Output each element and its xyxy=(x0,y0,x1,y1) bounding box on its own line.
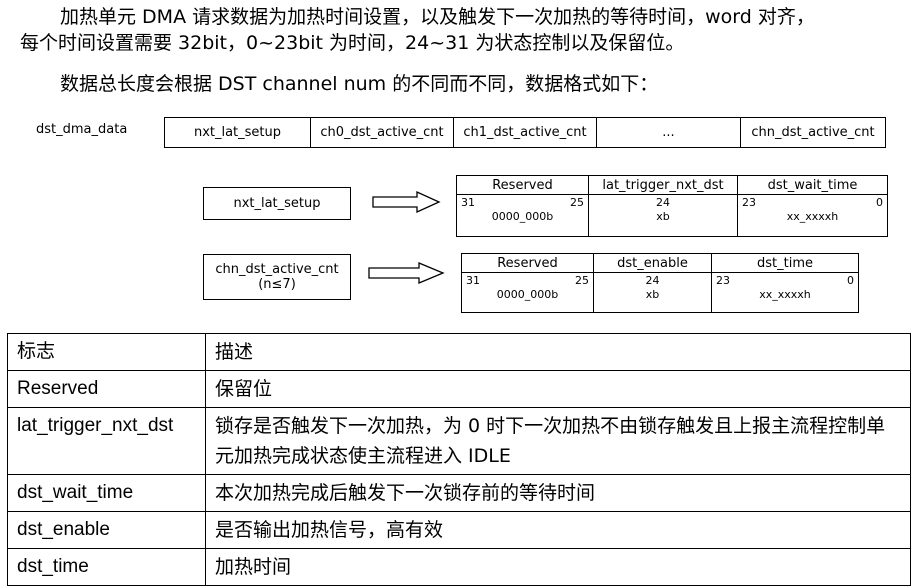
field-name: lat_trigger_nxt_dst xyxy=(589,176,737,195)
setup-field-lat-trigger: lat_trigger_nxt_dst 24 xb xyxy=(588,175,738,237)
dma-cell-ellipsis: ... xyxy=(596,117,741,148)
active-source-box: chn_dst_active_cnt (n≤7) xyxy=(203,254,351,300)
table-row: Reserved 保留位 xyxy=(7,370,911,408)
dma-cell-nxt-lat-setup: nxt_lat_setup xyxy=(164,117,311,148)
table-row: dst_time 加热时间 xyxy=(7,548,911,586)
table-cell-flag: lat_trigger_nxt_dst xyxy=(7,407,206,475)
dma-row-label: dst_dma_data xyxy=(36,122,128,137)
table-row: dst_enable 是否输出加热信号，高有效 xyxy=(7,511,911,549)
field-name: Reserved xyxy=(462,254,593,273)
table-cell-flag: dst_wait_time xyxy=(7,474,206,512)
table-header-flag: 标志 xyxy=(7,333,206,371)
table-cell-flag: dst_enable xyxy=(7,511,206,549)
bit-low: 0 xyxy=(876,196,883,209)
table-row: dst_wait_time 本次加热完成后触发下一次锁存前的等待时间 xyxy=(7,474,911,512)
table-cell-desc: 是否输出加热信号，高有效 xyxy=(205,511,911,549)
field-name: dst_enable xyxy=(594,254,711,273)
table-header-row: 标志 描述 xyxy=(7,333,911,371)
table-cell-desc: 加热时间 xyxy=(205,548,911,586)
dma-cell-chn: chn_dst_active_cnt xyxy=(740,117,886,148)
intro-line-1: 加热单元 DMA 请求数据为加热时间设置，以及触发下一次加热的等待时间，word… xyxy=(60,6,815,28)
field-value: 0000_000b xyxy=(496,288,559,301)
field-value: xb xyxy=(645,288,660,301)
active-source-line-1: chn_dst_active_cnt xyxy=(215,262,339,277)
active-field-dst-time: dst_time 23 0 xx_xxxxh xyxy=(711,253,859,313)
intro-paragraph: 加热单元 DMA 请求数据为加热时间设置，以及触发下一次加热的等待时间，word… xyxy=(0,4,916,56)
table-cell-desc: 保留位 xyxy=(205,370,911,408)
bit-index: 24 xyxy=(645,274,660,287)
active-field-dst-enable: dst_enable 24 xb xyxy=(593,253,712,313)
field-value: 0000_000b xyxy=(491,210,554,223)
table-cell-flag: dst_time xyxy=(7,548,206,586)
bit-high: 23 xyxy=(716,274,730,287)
bit-low: 25 xyxy=(570,196,584,209)
arrow-right-icon xyxy=(368,262,445,284)
bit-low: 0 xyxy=(847,274,854,287)
field-name: Reserved xyxy=(457,176,588,195)
field-name: dst_time xyxy=(712,254,858,273)
table-row: lat_trigger_nxt_dst 锁存是否触发下一次加热，为 0 时下一次… xyxy=(7,407,911,475)
active-field-reserved: Reserved 31 25 0000_000b xyxy=(461,253,594,313)
dma-cell-ch1: ch1_dst_active_cnt xyxy=(453,117,597,148)
intro-line-3: 数据总长度会根据 DST channel num 的不同而不同，数据格式如下： xyxy=(60,73,659,95)
table-cell-flag: Reserved xyxy=(7,370,206,408)
intro-line-2: 每个时间设置需要 32bit，0~23bit 为时间，24~31 为状态控制以及… xyxy=(20,32,685,54)
bit-high: 23 xyxy=(742,196,756,209)
field-value: xb xyxy=(656,210,670,223)
bit-high: 31 xyxy=(466,274,480,287)
setup-source-box: nxt_lat_setup xyxy=(203,187,351,220)
table-cell-desc: 本次加热完成后触发下一次锁存前的等待时间 xyxy=(205,474,911,512)
arrow-right-icon xyxy=(372,190,441,214)
bit-high: 31 xyxy=(461,196,475,209)
setup-field-wait-time: dst_wait_time 23 0 xx_xxxxh xyxy=(737,175,888,237)
setup-field-reserved: Reserved 31 25 0000_000b xyxy=(456,175,589,237)
field-name: dst_wait_time xyxy=(738,176,887,195)
active-source-line-2: (n≤7) xyxy=(258,277,296,292)
table-cell-desc: 锁存是否触发下一次加热，为 0 时下一次加热不由锁存触发且上报主流程控制单元加热… xyxy=(205,407,911,475)
table-header-desc: 描述 xyxy=(205,333,911,371)
field-value: xx_xxxxh xyxy=(786,210,839,223)
dma-cell-ch0: ch0_dst_active_cnt xyxy=(310,117,454,148)
bit-low: 25 xyxy=(575,274,589,287)
description-table: 标志 描述 Reserved 保留位 lat_trigger_nxt_dst 锁… xyxy=(7,333,911,586)
field-value: xx_xxxxh xyxy=(759,288,811,301)
bit-index: 24 xyxy=(656,196,670,209)
